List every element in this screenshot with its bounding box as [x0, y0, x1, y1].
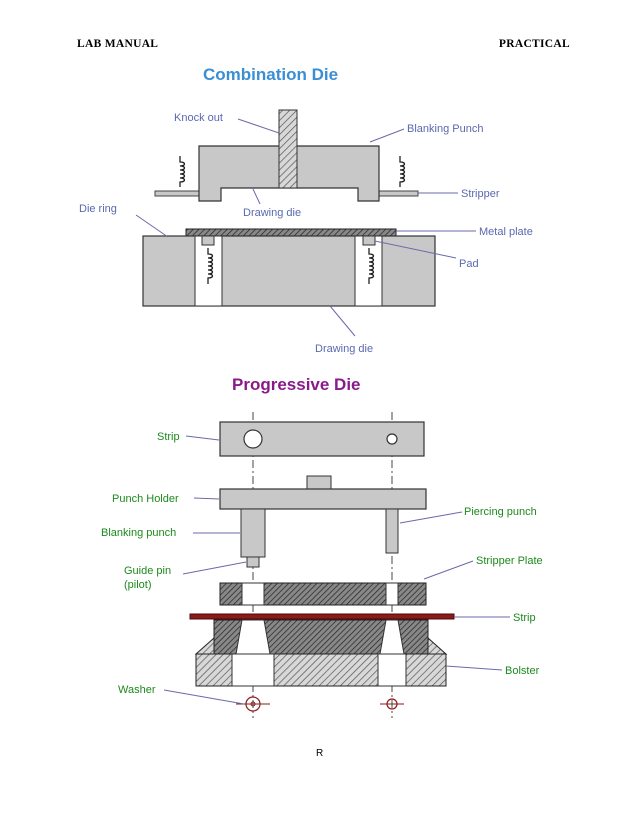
label-blanking-punch: Blanking Punch	[407, 123, 483, 135]
bolster-shoulders	[194, 636, 448, 655]
stripper-hole-left	[241, 582, 265, 606]
combination-die-title: Combination Die	[203, 65, 338, 84]
stripper-left	[154, 190, 202, 197]
pad-right	[362, 235, 376, 246]
die-ring	[142, 235, 436, 307]
label-pad: Pad	[459, 258, 479, 270]
label-punch-holder: Punch Holder	[112, 493, 179, 505]
label-drawing-die-top: Drawing die	[243, 207, 301, 219]
label-guide-pin: Guide pin	[124, 565, 171, 577]
blanking-punch	[240, 508, 266, 558]
knock-out-rod	[278, 109, 298, 189]
spring-right	[399, 156, 406, 187]
label-bolster: Bolster	[505, 665, 540, 677]
label-washer: Washer	[118, 684, 156, 696]
label-strip-top: Strip	[157, 431, 180, 443]
progressive-die-title: Progressive Die	[232, 375, 361, 394]
label-metal-plate: Metal plate	[479, 226, 533, 238]
die-cavity-left	[194, 235, 223, 307]
punch-holder	[219, 488, 427, 510]
combination-die-diagram: Combination Die Knock out Blanking Punch…	[79, 65, 533, 355]
label-stripper: Stripper	[461, 188, 500, 200]
strip-bottom	[189, 613, 455, 620]
stripper-plate	[219, 582, 427, 606]
label-stripper-plate: Stripper Plate	[476, 555, 543, 567]
die-cavity-right	[354, 235, 383, 307]
label-strip-bottom: Strip	[513, 612, 536, 624]
bolster-opening-right	[377, 653, 407, 687]
punch-holder-shank	[306, 475, 332, 490]
label-die-ring: Die ring	[79, 203, 117, 215]
strip-hole-small	[386, 433, 398, 445]
spring-bottom-left	[207, 248, 214, 284]
piercing-punch	[385, 508, 399, 554]
spring-left	[179, 156, 186, 187]
pad-left	[201, 235, 215, 246]
label-guide-pin-pilot: (pilot)	[124, 579, 152, 591]
metal-plate	[185, 228, 397, 237]
page-footer: R	[316, 748, 324, 759]
label-piercing-punch: Piercing punch	[464, 506, 537, 518]
label-blanking-punch: Blanking punch	[101, 527, 176, 539]
stripper-hole-right	[385, 582, 399, 606]
stripper-right	[377, 190, 419, 197]
header-left: LAB MANUAL	[77, 38, 159, 50]
die-opening-left	[235, 619, 271, 655]
header-right: PRACTICAL	[498, 38, 570, 50]
guide-pin	[246, 556, 260, 568]
label-knock-out: Knock out	[174, 112, 223, 124]
spring-bottom-right	[368, 248, 375, 284]
bolster-opening-left	[231, 653, 275, 687]
progressive-die-diagram: Progressive Die	[101, 375, 543, 718]
label-drawing-die-bottom: Drawing die	[315, 343, 373, 355]
strip-hole-large	[243, 429, 263, 449]
